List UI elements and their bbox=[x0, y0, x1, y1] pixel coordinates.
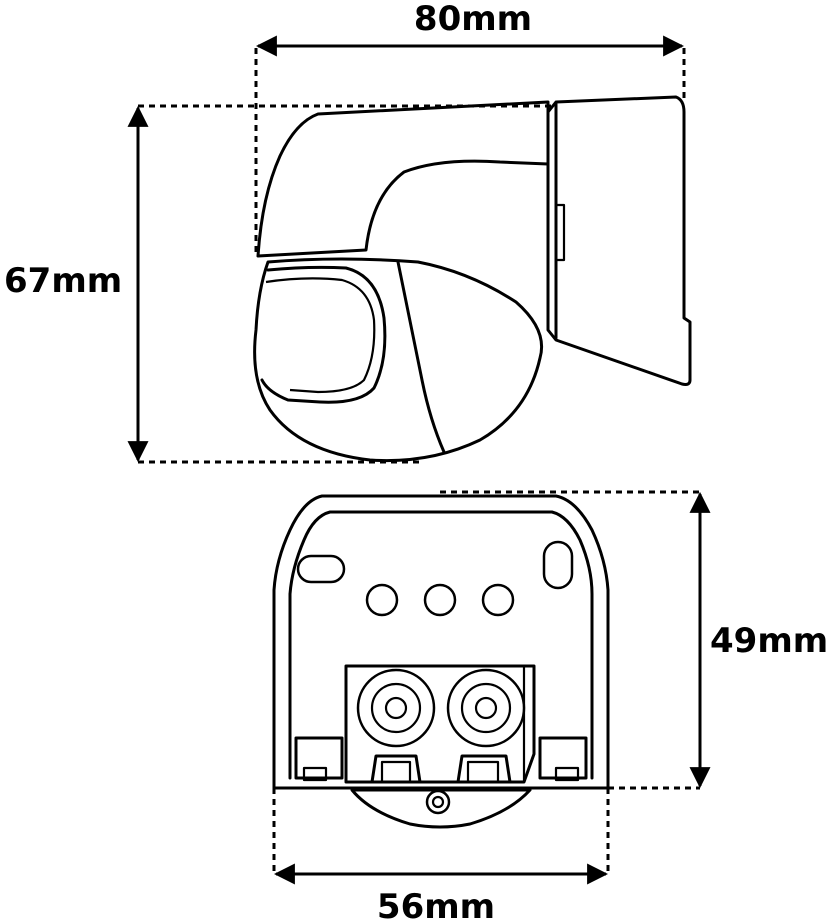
label-height-front: 49mm bbox=[710, 621, 828, 661]
dimension-height-side: 67mm bbox=[4, 104, 556, 464]
knockout-1 bbox=[365, 583, 399, 617]
lens-window bbox=[260, 265, 387, 404]
base-inner-rim bbox=[288, 510, 594, 780]
rear-mount-block bbox=[546, 95, 692, 386]
label-height-side: 67mm bbox=[4, 261, 122, 301]
cable-gland-left bbox=[356, 668, 436, 748]
knockout-2 bbox=[423, 583, 457, 617]
knockout-3 bbox=[481, 583, 515, 617]
dimension-width-bottom: 56mm bbox=[272, 788, 610, 924]
front-view-base bbox=[272, 494, 610, 829]
cable-gland-right bbox=[446, 668, 526, 748]
dimension-width-top: 80mm bbox=[254, 0, 686, 256]
side-view-sensor bbox=[253, 95, 692, 463]
dimension-height-front: 49mm bbox=[440, 490, 828, 790]
left-mount-slot bbox=[296, 554, 346, 584]
lens-dome bbox=[253, 257, 544, 463]
right-mount-slot bbox=[542, 540, 574, 590]
label-width-bottom: 56mm bbox=[377, 887, 495, 924]
upper-housing bbox=[256, 100, 550, 258]
pivot-screw bbox=[425, 789, 451, 815]
label-width-top: 80mm bbox=[414, 0, 532, 39]
mount-clip bbox=[554, 203, 566, 262]
